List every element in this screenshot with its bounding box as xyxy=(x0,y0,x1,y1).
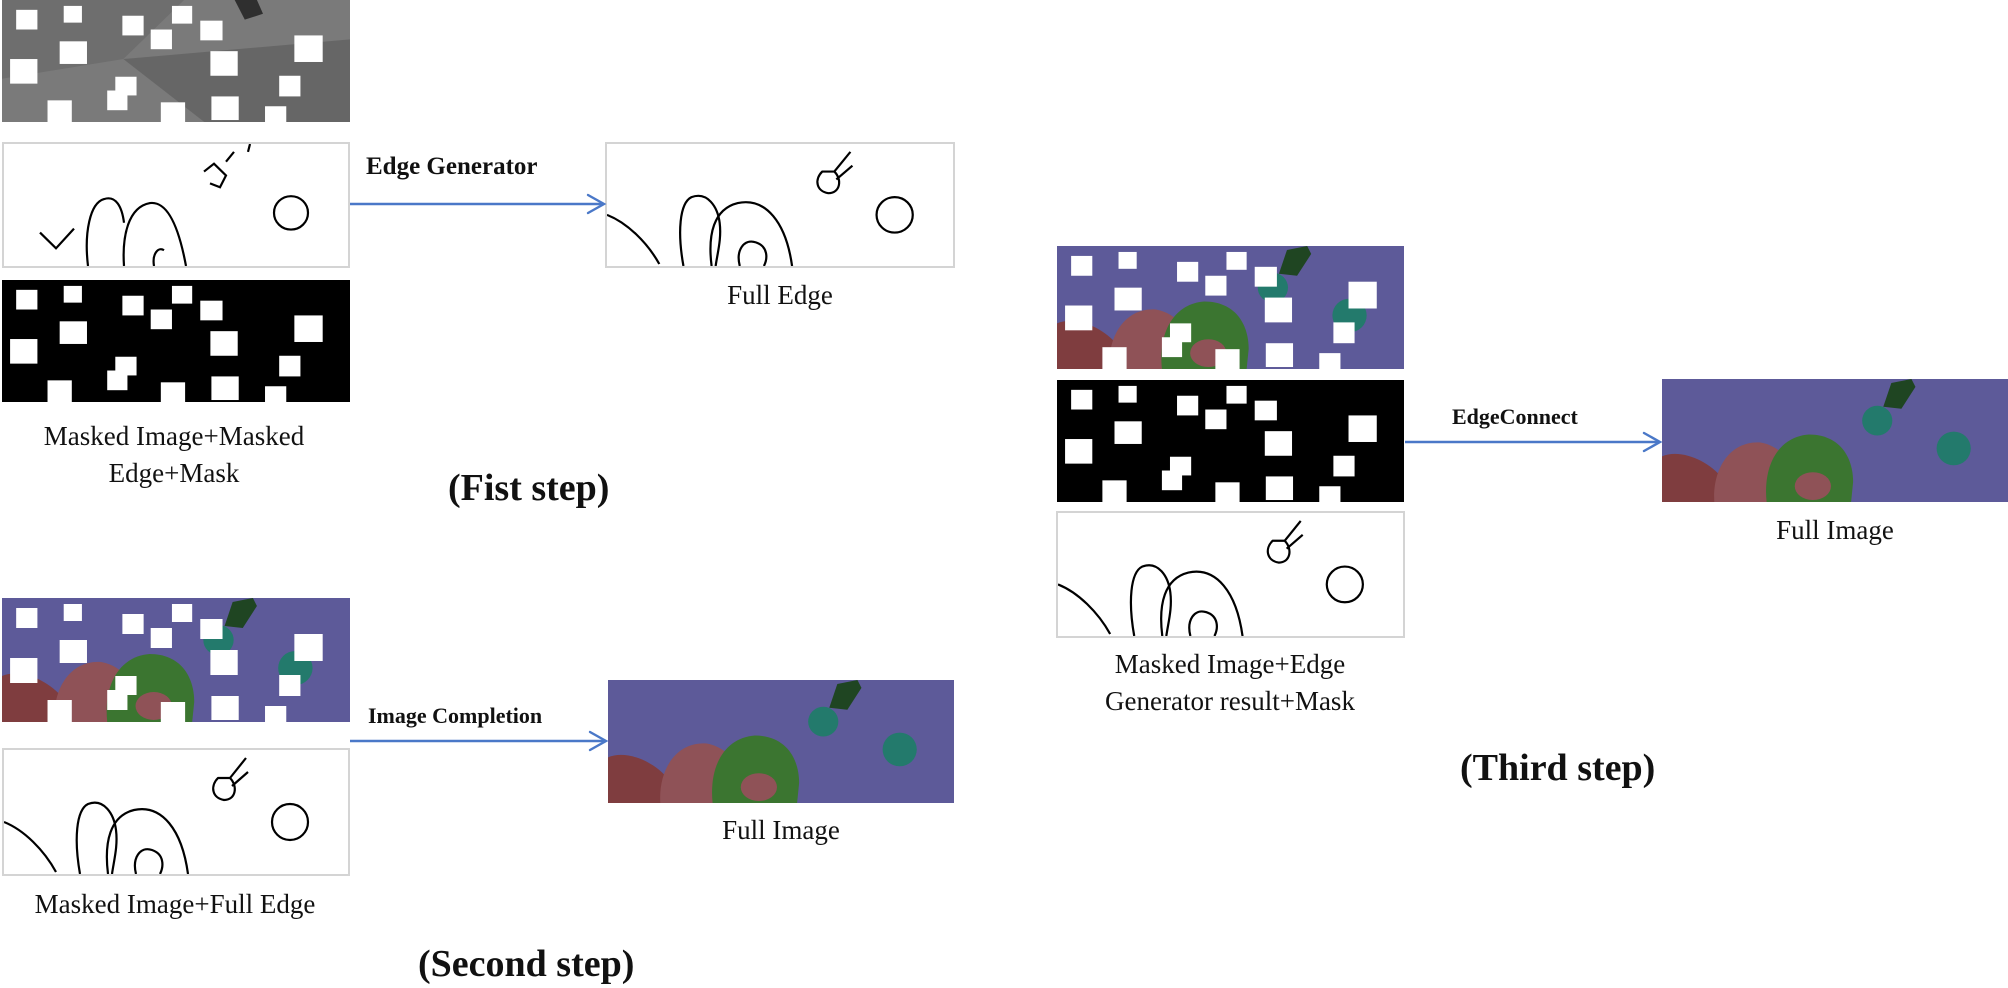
step2-arrow-label: Image Completion xyxy=(368,703,543,728)
step1-input-caption: Masked Image+Masked Edge+Mask xyxy=(43,421,305,488)
step2-masked-image-panel xyxy=(2,598,350,722)
step1-title: (Fist step) xyxy=(448,467,610,509)
step1-output-caption: Full Edge xyxy=(727,280,833,310)
step2-full-edge-panel xyxy=(2,748,350,876)
step3-input-caption: Masked Image+Edge Generator result+Mask xyxy=(1105,649,1355,716)
step2-input-caption: Masked Image+Full Edge xyxy=(34,889,316,919)
step1-masked-image-panel xyxy=(2,0,350,122)
step1-masked-edge-panel xyxy=(2,142,350,268)
step3-edge-result-panel xyxy=(1056,511,1405,638)
step2-title: (Second step) xyxy=(418,943,635,985)
step1-arrow-label: Edge Generator xyxy=(366,153,538,180)
step3-full-image-panel xyxy=(1662,379,2008,502)
step2-output-caption: Full Image xyxy=(722,815,840,845)
step3-title: (Third step) xyxy=(1460,747,1656,789)
step3-arrow-label: EdgeConnect xyxy=(1452,404,1578,429)
step1-full-edge-panel xyxy=(605,142,955,268)
step3-mask-panel xyxy=(1057,380,1404,502)
step2-full-image-panel xyxy=(608,680,954,803)
step1-mask-panel xyxy=(2,280,350,402)
step3-output-caption: Full Image xyxy=(1776,515,1894,545)
step3-masked-image-panel xyxy=(1057,246,1404,369)
